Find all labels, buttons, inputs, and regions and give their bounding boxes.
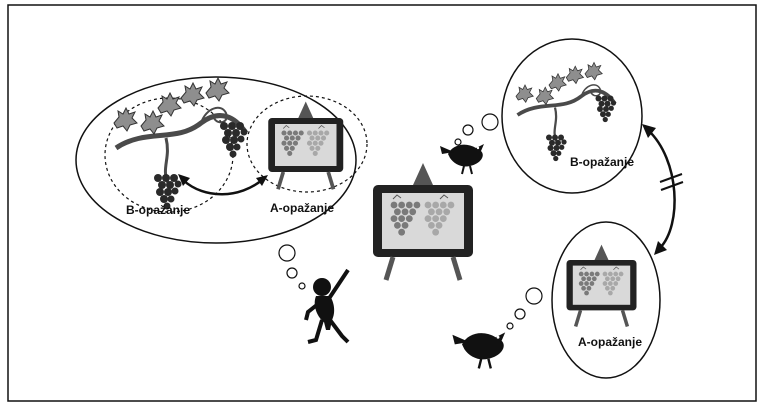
human-a-label: A-opažanje	[270, 201, 334, 215]
human-perception-ellipse: B-opažanje A-opažanje	[75, 77, 368, 244]
human-b-label: B-opažanje	[126, 203, 190, 217]
bird-b-ellipse: B-opažanje	[501, 38, 643, 194]
bird-icon	[439, 143, 485, 175]
bird-a-ellipse: A-opažanje	[551, 221, 661, 379]
human-silhouette-icon	[304, 268, 350, 344]
grapevine-icon	[114, 78, 248, 210]
thought-bubble-icon	[506, 287, 543, 330]
painting-easel-icon	[567, 245, 637, 327]
not-equal-icon	[642, 124, 684, 255]
bird-b-label: B-opažanje	[570, 155, 634, 169]
thought-bubble-icon	[454, 113, 499, 146]
bird-a-label: A-opažanje	[578, 335, 642, 349]
double-arrow-icon	[182, 179, 263, 196]
human-a-dashed-ellipse	[246, 95, 368, 193]
painting-easel-icon	[268, 102, 343, 190]
figure-frame	[7, 4, 757, 402]
painting-easel-icon	[373, 163, 473, 280]
thought-bubble-icon	[278, 244, 306, 290]
bird-icon	[451, 331, 507, 370]
grapevine-icon	[516, 63, 616, 162]
